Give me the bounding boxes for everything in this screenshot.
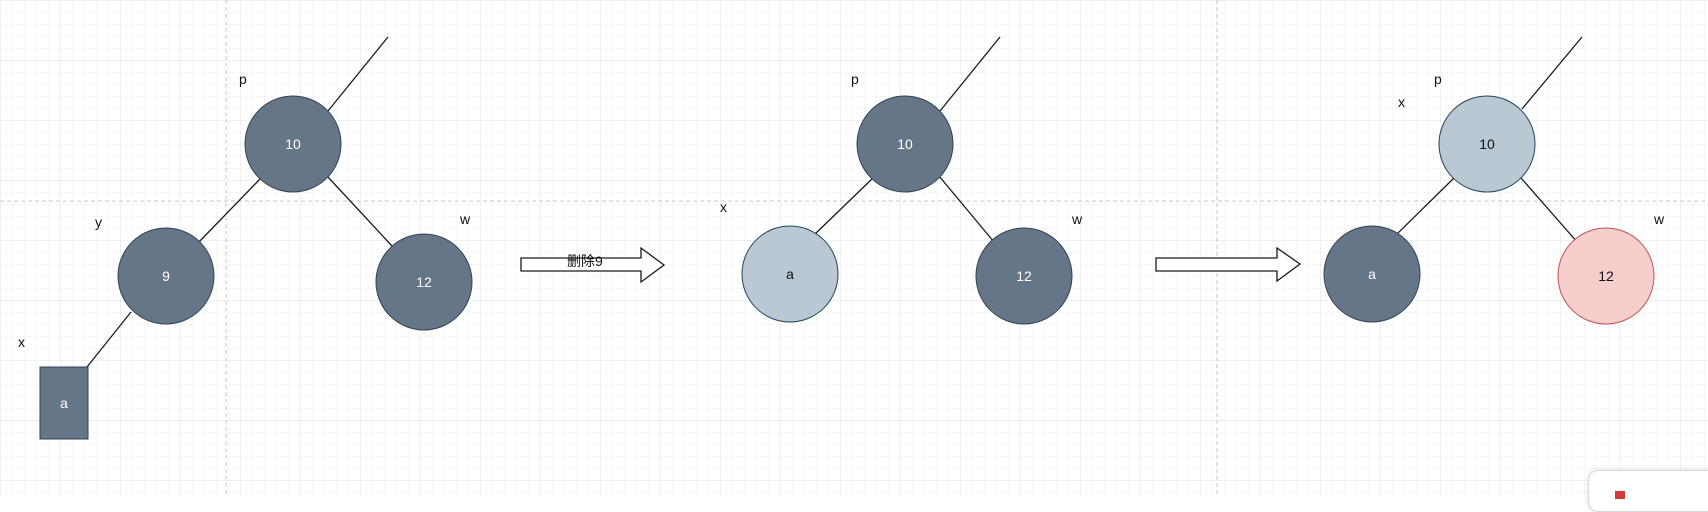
edge-9-a[interactable] xyxy=(86,311,132,368)
node-10[interactable]: 10 xyxy=(1438,95,1536,193)
node-label: a xyxy=(60,395,68,411)
node-label: 10 xyxy=(285,136,301,152)
edge-10-a[interactable] xyxy=(1395,176,1456,236)
pointer-label-p: p xyxy=(239,71,247,87)
pointer-label-w: w xyxy=(1071,211,1083,227)
edge-10-9[interactable] xyxy=(197,177,262,244)
pointer-label-x: x xyxy=(18,334,25,350)
grid-background xyxy=(0,0,1708,497)
node-12[interactable]: 12 xyxy=(1557,227,1655,325)
edge-10-12[interactable] xyxy=(1520,177,1579,244)
edge-10-12[interactable] xyxy=(326,175,393,247)
pointer-label-w: w xyxy=(1653,211,1665,227)
node-a-leaf[interactable]: a xyxy=(39,366,89,440)
node-label: 10 xyxy=(1479,136,1495,152)
node-12[interactable]: 12 xyxy=(975,227,1073,325)
app-logo-icon xyxy=(1615,491,1625,499)
node-label: 10 xyxy=(897,136,913,152)
edge-10-parent[interactable] xyxy=(1521,36,1583,110)
pointer-label-x: x xyxy=(1398,94,1405,110)
node-a[interactable]: a xyxy=(741,225,839,323)
node-10[interactable]: 10 xyxy=(244,95,342,193)
pointer-label-w: w xyxy=(459,211,471,227)
node-label: 12 xyxy=(1016,268,1032,284)
pointer-label-x: x xyxy=(720,199,727,215)
panel-2: 10 a 12 p x w xyxy=(720,36,1083,325)
transition-arrow-2[interactable] xyxy=(1155,246,1302,283)
node-12[interactable]: 12 xyxy=(375,233,473,331)
node-label: 12 xyxy=(416,274,432,290)
panel-1: 10 9 12 a p y w x xyxy=(18,36,473,440)
pointer-label-p: p xyxy=(851,71,859,87)
panel-3: 10 a 12 x p w xyxy=(1323,36,1665,325)
node-label: a xyxy=(786,266,794,282)
node-label: 9 xyxy=(162,268,170,284)
edge-10-12[interactable] xyxy=(938,175,995,243)
corner-popup-panel[interactable] xyxy=(1588,470,1708,512)
pointer-label-p: p xyxy=(1434,71,1442,87)
node-10[interactable]: 10 xyxy=(856,95,954,193)
node-label: 12 xyxy=(1598,268,1614,284)
node-9[interactable]: 9 xyxy=(117,227,215,325)
diagram-canvas: 10 9 12 a p y w x 删除9 10 xyxy=(0,0,1708,497)
node-a[interactable]: a xyxy=(1323,225,1421,323)
edge-10-parent[interactable] xyxy=(327,36,389,112)
transition-arrow-1[interactable]: 删除9 xyxy=(520,246,666,284)
pointer-label-y: y xyxy=(95,214,102,230)
edge-10-parent[interactable] xyxy=(939,36,1001,112)
edge-10-a[interactable] xyxy=(813,177,874,236)
transition-arrow-label: 删除9 xyxy=(567,253,603,269)
node-label: a xyxy=(1368,266,1376,282)
